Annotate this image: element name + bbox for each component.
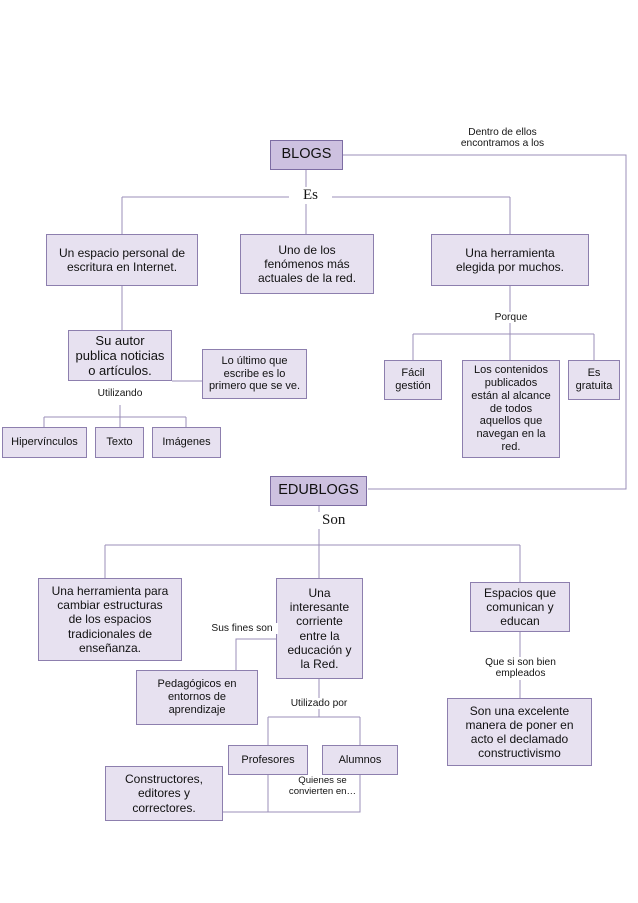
node-corriente[interactable]: Una interesante corriente entre la educa…: [276, 578, 363, 679]
node-hipervinculos[interactable]: Hipervínculos: [2, 427, 87, 458]
node-herramienta-elegida[interactable]: Una herramienta elegida por muchos.: [431, 234, 589, 286]
wire-corriente-pedagogicos: [235, 638, 276, 670]
node-texto[interactable]: Texto: [95, 427, 144, 458]
node-herramienta-cambiar[interactable]: Una herramienta para cambiar estructuras…: [38, 578, 182, 661]
link-label-que-si-son-bien: Que si son bien empleados: [470, 657, 571, 680]
node-profesores[interactable]: Profesores: [228, 745, 308, 775]
node-es-gratuita[interactable]: Es gratuita: [568, 360, 620, 400]
node-imagenes[interactable]: Imágenes: [152, 427, 221, 458]
node-excelente-manera[interactable]: Son una excelente manera de poner en act…: [447, 698, 592, 766]
node-constructores[interactable]: Constructores, editores y correctores.: [105, 766, 223, 821]
node-blogs[interactable]: BLOGS: [270, 140, 343, 170]
node-alumnos[interactable]: Alumnos: [322, 745, 398, 775]
link-label-utilizando: Utilizando: [83, 388, 157, 400]
link-label-sus-fines-son: Sus fines son: [206, 623, 278, 635]
node-facil-gestion[interactable]: Fácil gestión: [384, 360, 442, 400]
wire-profesores-constructores: [223, 775, 269, 813]
node-lo-ultimo[interactable]: Lo último que escribe es lo primero que …: [202, 349, 307, 399]
link-label-son: Son: [318, 512, 360, 529]
node-su-autor[interactable]: Su autor publica noticias o artículos.: [68, 330, 172, 381]
node-fenomenos[interactable]: Uno de los fenómenos más actuales de la …: [240, 234, 374, 294]
node-contenidos-alcance[interactable]: Los contenidos publicados están al alcan…: [462, 360, 560, 458]
link-label-quienes-se-convierten: Quienes se convierten en…: [288, 775, 357, 797]
link-label-utilizado-por: Utilizado por: [281, 698, 357, 710]
link-label-dentro-de-ellos: Dentro de ellos encontramos a los: [460, 127, 545, 150]
link-label-porque: Porque: [490, 312, 532, 324]
link-label-es: Es: [289, 187, 332, 204]
node-espacio-personal[interactable]: Un espacio personal de escritura en Inte…: [46, 234, 198, 286]
node-pedagogicos[interactable]: Pedagógicos en entornos de aprendizaje: [136, 670, 258, 725]
node-edublogs[interactable]: EDUBLOGS: [270, 476, 367, 506]
node-espacios-comunican[interactable]: Espacios que comunican y educan: [470, 582, 570, 632]
